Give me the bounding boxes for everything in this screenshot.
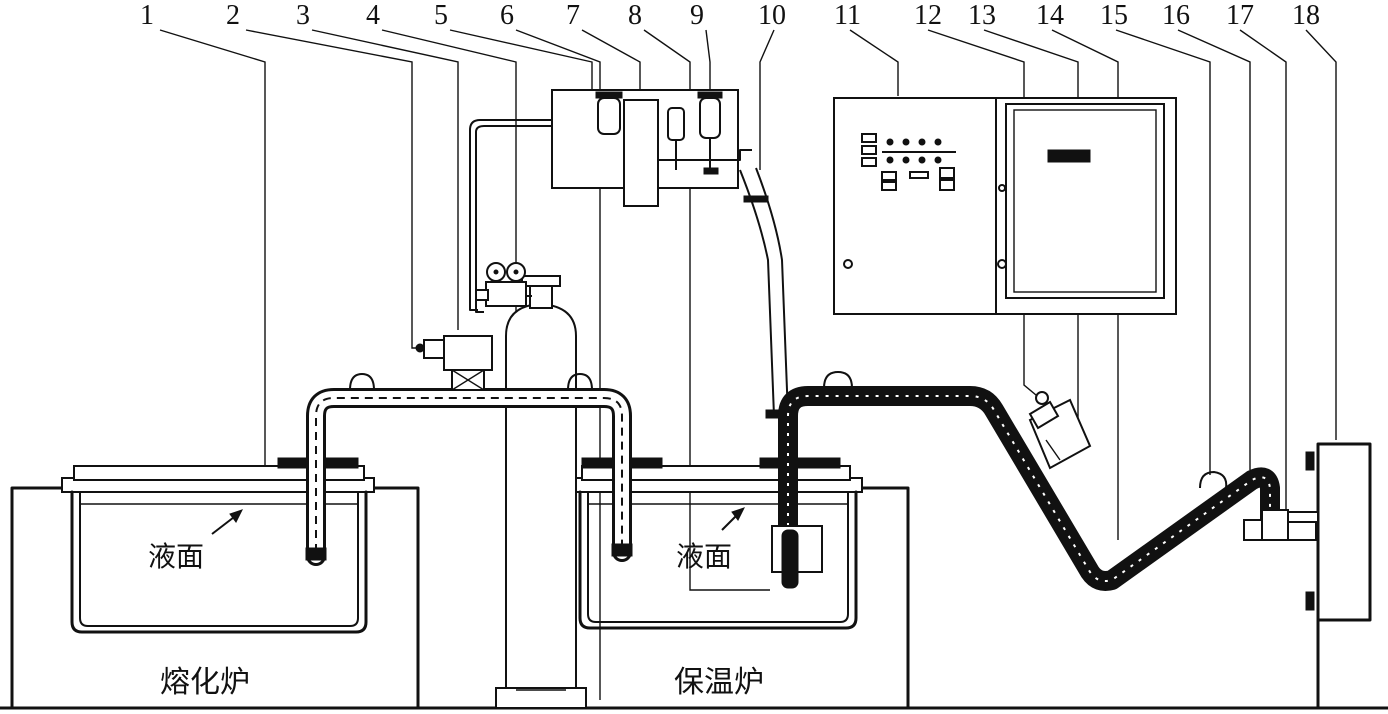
dosing-chamber [771, 525, 823, 589]
holding-furnace-label: 保温炉 [674, 665, 764, 700]
callout-16: 16 [1162, 0, 1190, 31]
callout-17: 17 [1226, 0, 1254, 31]
valve-panel [551, 89, 752, 207]
callout-numbers: 1 2 3 4 5 6 7 8 9 10 11 12 13 14 15 16 1… [140, 0, 1320, 31]
callout-14: 14 [1036, 0, 1064, 31]
callout-18: 18 [1292, 0, 1320, 31]
pressure-regulator [475, 262, 532, 307]
pipe-valve-left [415, 335, 493, 391]
callout-1: 1 [140, 0, 154, 31]
callout-5: 5 [434, 0, 448, 31]
callout-8: 8 [628, 0, 642, 31]
callout-10: 10 [758, 0, 786, 31]
regulator-dial-icon [513, 269, 519, 275]
pipe-valve-right [1028, 391, 1092, 470]
liquid-surface-label-right: 液面 [676, 540, 732, 573]
control-cabinet [833, 97, 1177, 315]
callout-11: 11 [834, 0, 861, 31]
gas-supply-line [469, 119, 604, 311]
transfer-pipe-left [305, 373, 633, 566]
liquid-surface-arrows [211, 507, 745, 535]
callout-4: 4 [366, 0, 380, 31]
callout-12: 12 [914, 0, 942, 31]
riser-tube [739, 169, 775, 417]
callout-7: 7 [566, 0, 580, 31]
callout-9: 9 [690, 0, 704, 31]
die-casting-machine [1243, 442, 1372, 710]
callout-6: 6 [500, 0, 514, 31]
liquid-surface-label-left: 液面 [148, 540, 204, 573]
melting-furnace-label: 熔化炉 [160, 665, 250, 700]
callout-3: 3 [296, 0, 310, 31]
callout-2: 2 [226, 0, 240, 31]
transfer-pipe-right [778, 371, 1280, 591]
display-indicator [1047, 149, 1091, 163]
control-buttons [861, 133, 956, 191]
gas-cylinder [495, 275, 587, 709]
callout-15: 15 [1100, 0, 1128, 31]
regulator-dial-icon [493, 269, 499, 275]
callout-13: 13 [968, 0, 996, 31]
